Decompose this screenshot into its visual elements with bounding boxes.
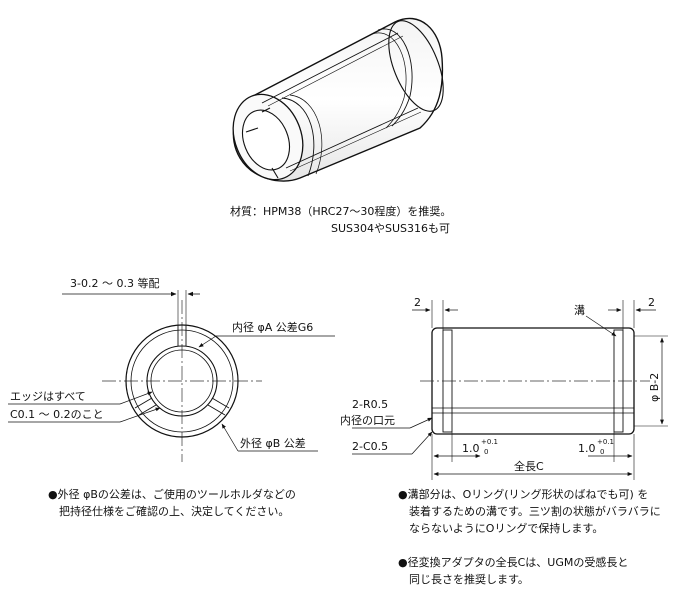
radius-label: 2-R0.5: [352, 398, 388, 411]
edge-chamfer-label-1: エッジはすべて: [10, 390, 86, 403]
note-line: 装着するための溝です。三ツ割の状態がバラバラに: [398, 505, 661, 518]
groove-width-right: 2: [648, 296, 655, 309]
tolerance-lower-left: 0: [484, 448, 488, 456]
tolerance-upper-right: +0.1: [597, 438, 614, 446]
note-line: ならないようにOリングで保持します。: [398, 522, 604, 535]
diameter-label: φ B-2: [648, 373, 661, 402]
note-line: 把持径仕様をご確認の上、決定してください。: [48, 505, 290, 518]
diameter-dimension: [634, 335, 668, 427]
groove-distance-left: 1.0: [462, 442, 480, 455]
material-line-1: 材質：HPM38（HRC27～30程度）を推奨。: [230, 204, 451, 218]
note-line: 同じ長さを推奨します。: [398, 573, 529, 586]
groove-width-dimensions: [412, 300, 656, 330]
note-line: ●溝部分は、Oリング(リング形状のばねでも可) を: [398, 488, 649, 501]
groove-label: 溝: [574, 304, 585, 317]
total-length-label: 全長C: [514, 459, 544, 473]
material-line-2: SUS304やSUS316も可: [331, 222, 450, 235]
inner-diameter-a-label: 内径 φA 公差G6: [232, 320, 313, 334]
outer-diameter-b-label: 外径 φB 公差: [240, 436, 306, 450]
groove-distance-right: 1.0: [578, 442, 596, 455]
slit-width-label: 3-0.2 ～ 0.3 等配: [70, 276, 159, 290]
side-view: [420, 327, 650, 435]
tolerance-upper-left: +0.1: [481, 438, 498, 446]
note-outer-diameter: ●外径 φBの公差は、ご使用のツールホルダなどの 把持径仕様をご確認の上、決定し…: [48, 486, 296, 520]
note-line: ●外径 φBの公差は、ご使用のツールホルダなどの: [48, 488, 296, 501]
note-groove: ●溝部分は、Oリング(リング形状のばねでも可) を 装着するための溝です。三ツ割…: [398, 486, 661, 537]
radius-note: 内径の口元: [340, 413, 395, 427]
groove-width-left: 2: [414, 296, 421, 309]
chamfer-label: 2-C0.5: [352, 440, 388, 453]
note-line: ●径変換アダプタの全長Cは、UGMの受感長と: [398, 556, 629, 569]
front-view: [102, 300, 262, 462]
note-total-length: ●径変換アダプタの全長Cは、UGMの受感長と 同じ長さを推奨します。: [398, 554, 628, 588]
groove-position-dimensions: [431, 432, 635, 480]
sleeve-3d-illustration: [232, 17, 444, 182]
slit-width-dimension: [62, 290, 200, 326]
tolerance-lower-right: 0: [600, 448, 604, 456]
edge-chamfer-label-2: C0.1 ～ 0.2のこと: [10, 408, 104, 421]
